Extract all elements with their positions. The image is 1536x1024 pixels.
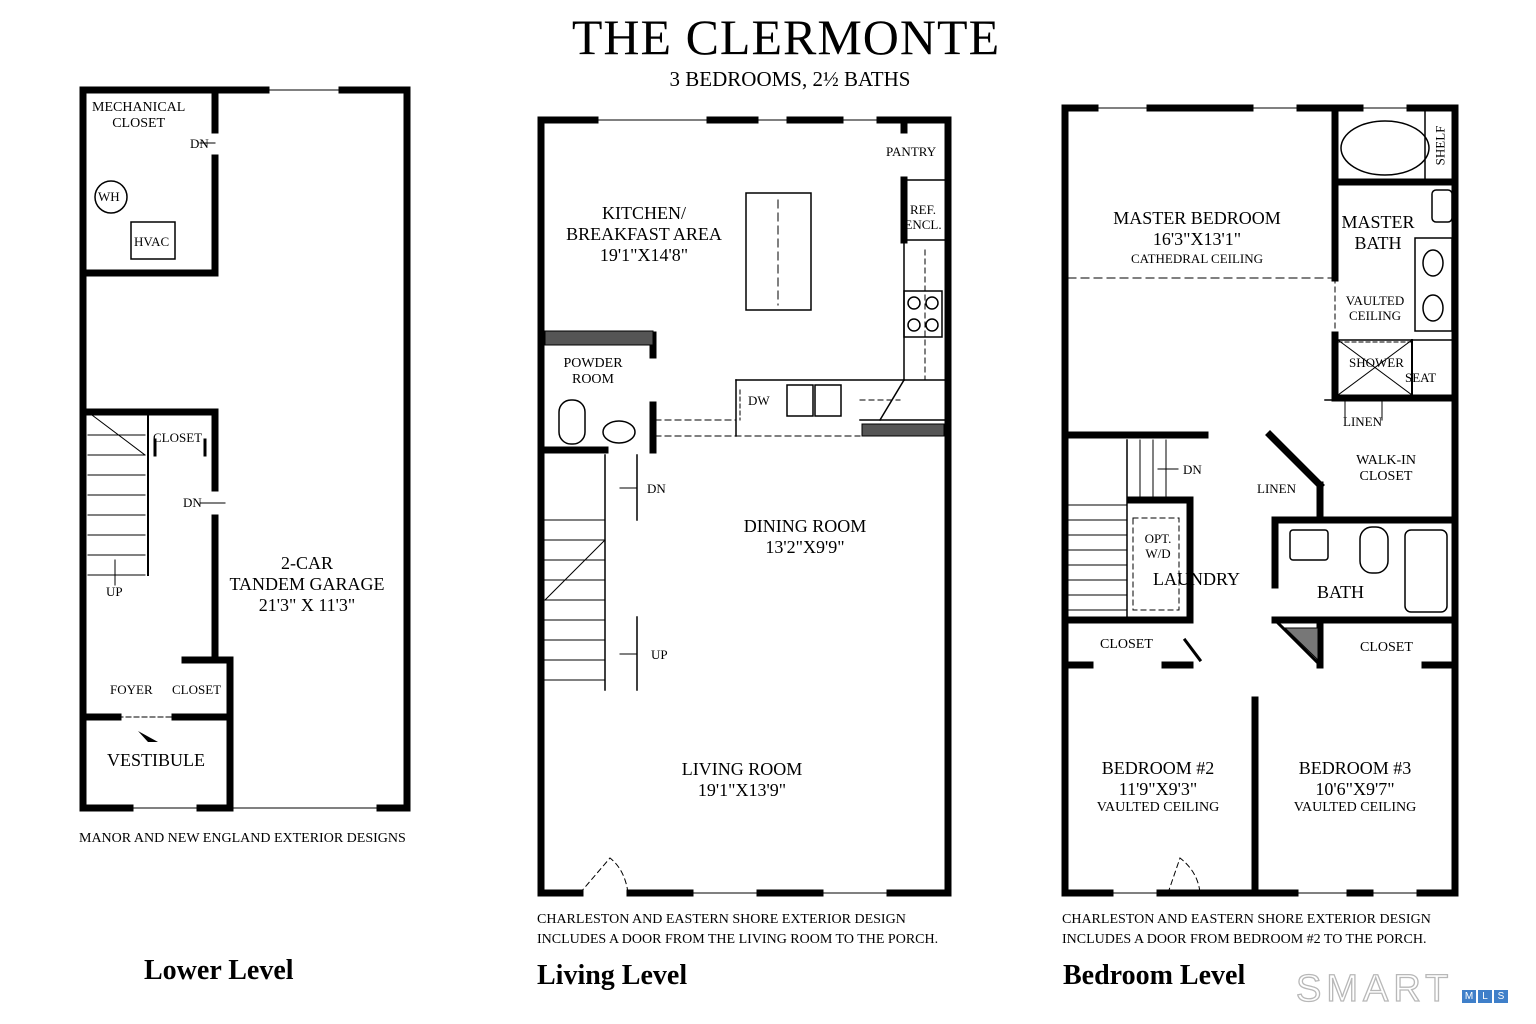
bedroom-level-walls bbox=[1061, 104, 1459, 897]
laundry-label: LAUNDRY bbox=[1153, 569, 1241, 589]
bedroom-3-label: BEDROOM #3 bbox=[1298, 758, 1412, 778]
seat-label: SEAT bbox=[1405, 370, 1437, 385]
lower-note: MANOR AND NEW ENGLAND EXTERIOR DESIGNS bbox=[79, 831, 406, 846]
hvac-label: HVAC bbox=[134, 234, 170, 249]
living-note: CHARLESTON AND EASTERN SHORE EXTERIOR DE… bbox=[537, 912, 939, 947]
bedroom-closet-right-label: CLOSET bbox=[1360, 640, 1413, 655]
bedroom-3-size: 10'6"X9'7" bbox=[1315, 779, 1395, 799]
mls-letter-s: S bbox=[1494, 990, 1508, 1003]
living-dn-label: DN bbox=[647, 481, 666, 496]
dishwasher-label: DW bbox=[748, 393, 770, 408]
ref-encl-label: REF.ENCL. bbox=[904, 202, 942, 232]
water-heater-icon: WH bbox=[98, 189, 120, 204]
shower-label: SHOWER bbox=[1349, 355, 1404, 370]
living-level-walls bbox=[537, 116, 952, 897]
lower-level-title: Lower Level bbox=[144, 955, 294, 986]
bath-label: BATH bbox=[1317, 582, 1365, 602]
mls-letter-m: M bbox=[1462, 990, 1476, 1003]
opt-wd-label: OPT.W/D bbox=[1144, 531, 1172, 561]
lower-dn-label: DN bbox=[190, 136, 209, 151]
foyer-label: FOYER bbox=[110, 682, 153, 697]
bedroom-2-ceiling: VAULTED CEILING bbox=[1096, 800, 1220, 815]
shelf-label: SHELF bbox=[1432, 125, 1448, 166]
master-bedroom-label: MASTER BEDROOM bbox=[1113, 208, 1281, 228]
bedroom-level-title: Bedroom Level bbox=[1063, 960, 1246, 991]
plan-subtitle: 3 BEDROOMS, 2½ BATHS bbox=[669, 67, 911, 91]
bedroom-dn-label: DN bbox=[1183, 462, 1202, 477]
bedroom-2-label: BEDROOM #2 bbox=[1101, 758, 1215, 778]
bedroom-3-ceiling: VAULTED CEILING bbox=[1293, 800, 1417, 815]
lower-level-walls bbox=[79, 86, 411, 812]
vestibule-label: VESTIBULE bbox=[107, 750, 205, 770]
master-bedroom-ceiling: CATHEDRAL CEILING bbox=[1130, 251, 1264, 266]
lower-dn2-label: DN bbox=[183, 495, 202, 510]
living-level-title: Living Level bbox=[537, 960, 688, 991]
lower-up-label: UP bbox=[106, 584, 123, 599]
linen-label-2: LINEN bbox=[1257, 481, 1296, 496]
bedroom-note: CHARLESTON AND EASTERN SHORE EXTERIOR DE… bbox=[1062, 912, 1431, 947]
lower-closet2-label: CLOSET bbox=[172, 682, 222, 697]
pantry-label: PANTRY bbox=[886, 144, 937, 159]
lower-closet-label: CLOSET bbox=[153, 430, 203, 445]
bedroom-closet-left-label: CLOSET bbox=[1100, 637, 1153, 652]
smart-mls-logo: SMART bbox=[1295, 967, 1454, 1010]
bedroom-2-size: 11'9"X9'3" bbox=[1118, 779, 1198, 799]
plan-title: THE CLERMONTE bbox=[571, 9, 1001, 65]
mls-letter-l: L bbox=[1478, 990, 1492, 1003]
linen-label-1: LINEN bbox=[1343, 414, 1382, 429]
master-bedroom-size: 16'3"X13'1" bbox=[1152, 229, 1242, 249]
living-up-label: UP bbox=[651, 647, 668, 662]
